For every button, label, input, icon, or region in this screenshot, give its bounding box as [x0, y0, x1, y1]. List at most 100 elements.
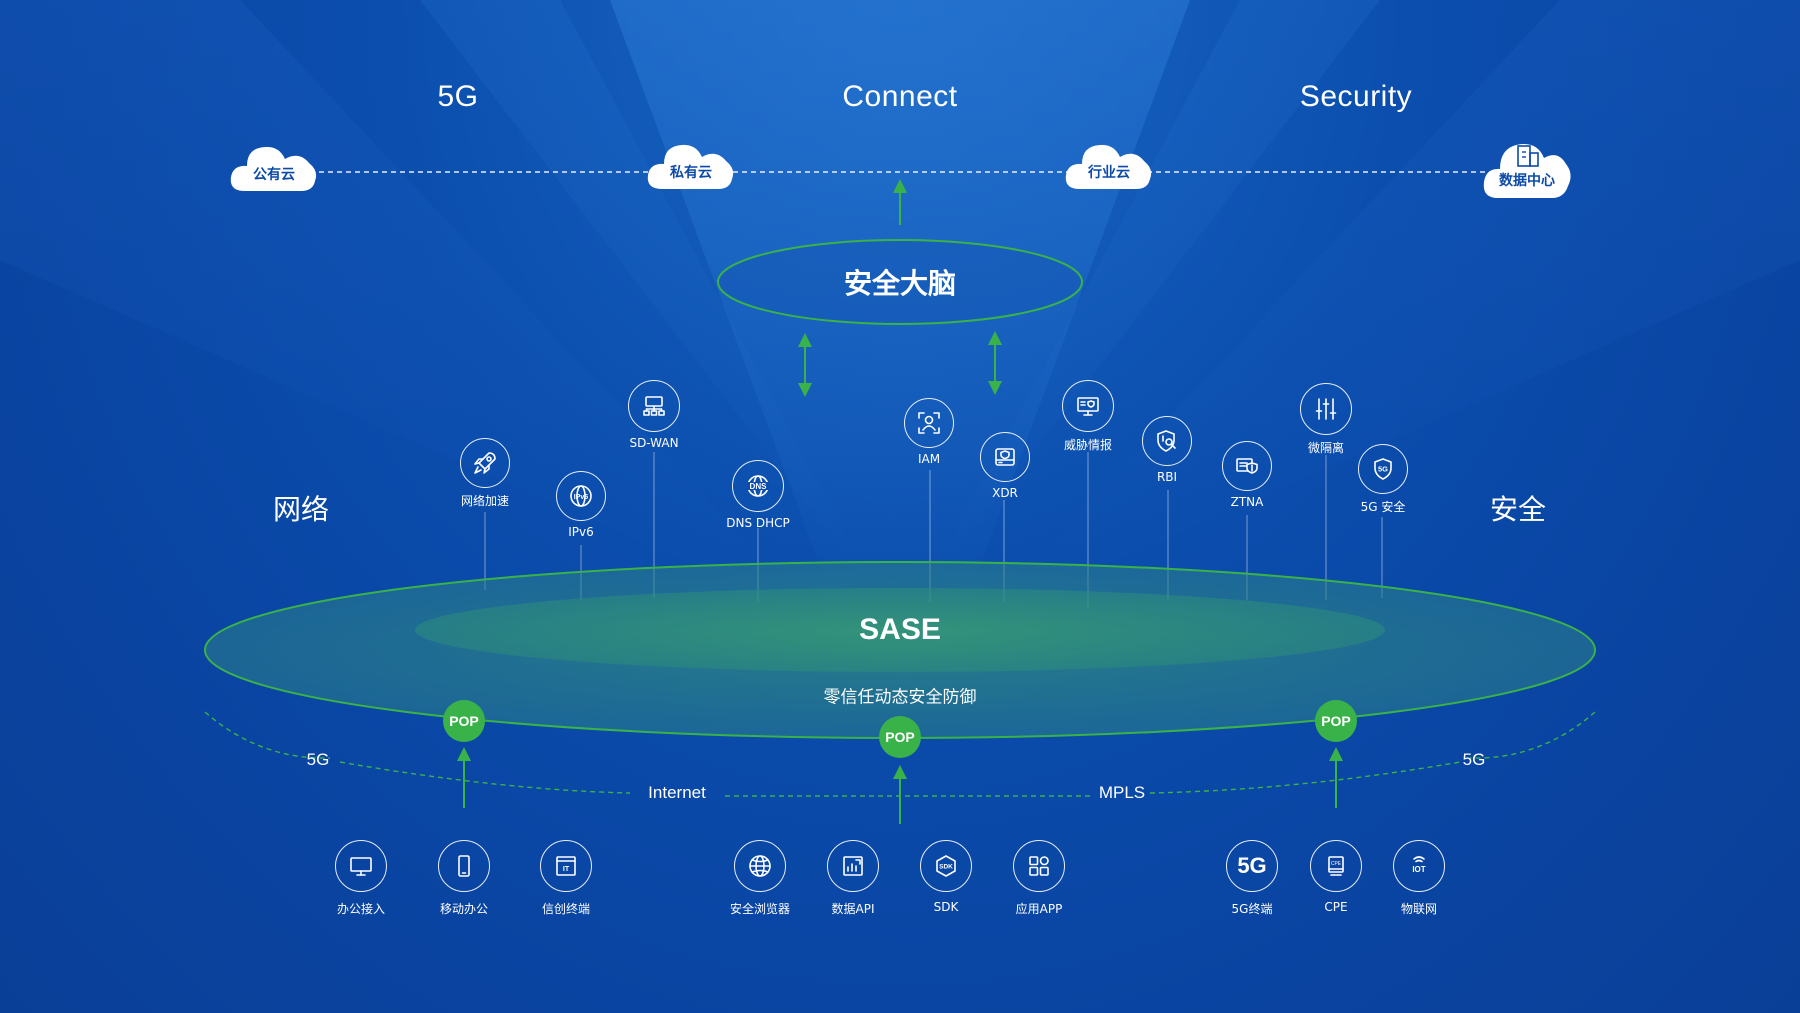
node-iam: IAM — [904, 398, 954, 466]
mpls-arc — [1149, 761, 1461, 794]
iot-icon: IOT — [1393, 840, 1445, 892]
access-label: 办公接入 — [336, 902, 386, 916]
node-label: 5G 安全 — [1360, 500, 1406, 514]
node-network-acceleration: 网络加速 — [460, 438, 510, 508]
svg-text:DNS: DNS — [750, 482, 768, 491]
node-label: RBI — [1156, 470, 1178, 484]
dns-globe-icon: DNS — [732, 460, 784, 512]
access-sdk: SDK SDK — [920, 840, 972, 914]
cloud-industry: 行业云 — [1062, 131, 1156, 195]
access-label: 5G终端 — [1231, 902, 1273, 916]
node-label: IPv6 — [568, 525, 594, 539]
pop-right: POP — [1315, 700, 1357, 742]
node-ztna: ZTNA — [1222, 441, 1272, 509]
label-security: Security — [1299, 80, 1413, 113]
access-app: 应用APP — [1013, 840, 1065, 916]
pop-center: POP — [879, 716, 921, 758]
cloud-public: 公有云 — [227, 133, 321, 197]
access-office: 办公接入 — [335, 840, 387, 916]
access-data-api: 数据API — [827, 840, 879, 916]
svg-text:5G: 5G — [1378, 465, 1388, 474]
access-label: 信创终端 — [541, 902, 591, 916]
internet-arc — [339, 761, 631, 794]
network-topology-icon — [628, 380, 680, 432]
pop-left: POP — [443, 700, 485, 742]
monitor-icon — [335, 840, 387, 892]
brain-ellipse — [717, 239, 1083, 325]
node-threat-intel: 威胁情报 — [1062, 380, 1114, 452]
ipv6-globe-icon: IPv6 — [556, 471, 606, 521]
svg-text:IPv6: IPv6 — [574, 494, 589, 501]
label-5g: 5G — [437, 80, 479, 113]
node-label: IAM — [917, 452, 941, 466]
access-secure-browser: 安全浏览器 — [730, 840, 790, 916]
node-label: XDR — [992, 486, 1018, 500]
cloud-icon — [1065, 144, 1152, 189]
node-ipv6: IPv6 IPv6 — [556, 471, 606, 539]
link-label-mpls: MPLS — [1098, 783, 1146, 802]
node-label: 微隔离 — [1307, 441, 1345, 455]
data-api-icon — [827, 840, 879, 892]
access-label: 应用APP — [1015, 902, 1063, 916]
access-mobile: 移动办公 — [438, 840, 490, 916]
node-rbi: RBI — [1142, 416, 1192, 484]
security-side-label: 安全 — [1489, 493, 1547, 526]
rocket-icon — [460, 438, 510, 488]
node-micro-segmentation: 微隔离 — [1300, 383, 1352, 455]
right-5g-arc — [1469, 711, 1596, 759]
node-label: DNS DHCP — [726, 516, 790, 530]
smartphone-icon — [438, 840, 490, 892]
shield-server-icon — [980, 432, 1030, 482]
security-brain-label: 安全大脑 — [843, 267, 957, 300]
node-5g-security: 5G 5G 安全 — [1358, 444, 1408, 514]
identity-scan-icon — [904, 398, 954, 448]
access-iot: IOT 物联网 — [1393, 840, 1445, 916]
svg-text:SDK: SDK — [939, 864, 953, 871]
label-connect: Connect — [842, 80, 958, 113]
node-sd-wan: SD-WAN — [628, 380, 680, 450]
sliders-icon — [1300, 383, 1352, 435]
cloud-datacenter: 数据中心 — [1480, 128, 1574, 204]
access-label: 物联网 — [1400, 902, 1438, 916]
node-label: SD-WAN — [629, 436, 679, 450]
sase-label: SASE — [859, 613, 941, 646]
access-it-terminal: IT 信创终端 — [540, 840, 592, 916]
5g-text-icon: 5G — [1226, 840, 1278, 892]
access-cpe: CPE CPE — [1310, 840, 1362, 914]
node-xdr: XDR — [980, 432, 1030, 500]
sase-subtitle: 零信任动态安全防御 — [823, 687, 977, 708]
cloud-label: 私有云 — [670, 165, 712, 181]
cloud-icon — [647, 144, 734, 189]
access-label: 数据API — [831, 902, 875, 916]
cpe-icon-text: CPE — [1331, 861, 1342, 867]
access-label: CPE — [1324, 900, 1348, 914]
shield-search-icon — [1142, 416, 1192, 466]
node-label: ZTNA — [1230, 495, 1264, 509]
sdk-cube-icon: SDK — [920, 840, 972, 892]
iot-icon-text: IOT — [1412, 865, 1425, 874]
access-label: 移动办公 — [439, 902, 489, 916]
5g-shield-icon: 5G — [1358, 444, 1408, 494]
link-label-left-5g: 5G — [306, 750, 330, 769]
node-dns-dhcp: DNS DNS DHCP — [726, 460, 790, 530]
link-label-right-5g: 5G — [1462, 750, 1486, 769]
cloud-icon — [230, 146, 317, 191]
svg-text:IT: IT — [563, 866, 570, 873]
access-label: 安全浏览器 — [729, 902, 791, 916]
access-label: SDK — [933, 900, 959, 914]
sase-inner-ellipse — [415, 588, 1385, 672]
cloud-private: 私有云 — [644, 131, 738, 195]
cloud-label: 公有云 — [253, 167, 295, 183]
cloud-label: 行业云 — [1088, 165, 1130, 181]
link-label-internet: Internet — [648, 783, 706, 802]
left-5g-arc — [204, 711, 331, 759]
datacenter-cloud-icon — [1483, 143, 1571, 198]
browser-globe-icon — [734, 840, 786, 892]
access-5g-terminal: 5G 5G终端 — [1226, 840, 1278, 916]
node-label: 网络加速 — [460, 494, 510, 508]
ztna-shield-icon — [1222, 441, 1272, 491]
network-side-label: 网络 — [272, 493, 330, 526]
